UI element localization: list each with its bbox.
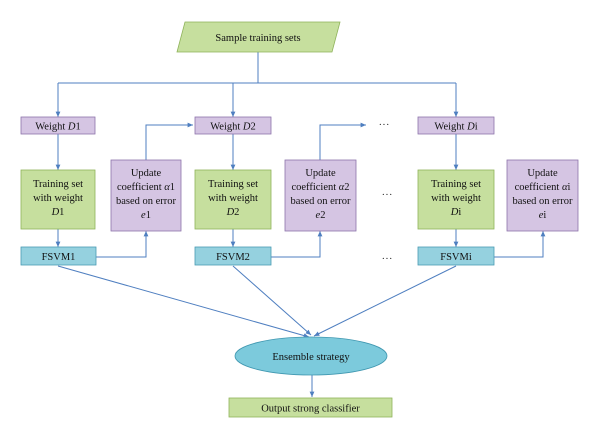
training-set-2-node: Training set with weight D2 [194, 169, 272, 230]
edge-fsvm1-ensemble [57, 265, 310, 338]
training-set-1-line1: Training set [33, 179, 83, 190]
training-set-2-line1: Training set [208, 179, 258, 190]
update-coefficient-1-node: Update coefficient α1 based on error e1 [110, 159, 182, 232]
training-set-2-line3: D2 [226, 207, 240, 218]
weight-d1-label: Weight D1 [35, 122, 81, 133]
fsvmi-label: FSVMi [440, 252, 472, 263]
edge-update2-next [319, 122, 366, 160]
output-strong-classifier-label: Output strong classifier [261, 404, 360, 415]
edge-fsvm2-ensemble [232, 265, 312, 336]
fsvm1-label: FSVM1 [42, 252, 76, 263]
edges [55, 52, 546, 397]
weight-di-node: Weight Di [417, 116, 495, 135]
sample-training-sets-label: Sample training sets [215, 33, 300, 44]
training-set-i-line2: with weight [431, 193, 481, 204]
training-set-1-line2: with weight [33, 193, 83, 204]
weight-d2-node: Weight D2 [194, 116, 272, 135]
edge-fsvmi-ensemble [313, 265, 457, 337]
fsvm1-node: FSVM1 [20, 246, 97, 266]
fsvm2-node: FSVM2 [194, 246, 272, 266]
output-strong-classifier-node: Output strong classifier [228, 397, 393, 418]
training-set-i-node: Training set with weight Di [417, 169, 495, 230]
training-set-i-line1: Training set [431, 179, 481, 190]
update-1-line3: based on error [116, 196, 177, 207]
ellipsis-bottom: ··· [382, 253, 393, 265]
training-set-1-line3: D1 [51, 207, 65, 218]
update-i-line4: ei [539, 210, 547, 221]
edge-fsvm2-update2 [271, 231, 323, 258]
update-1-line2: coefficient α1 [117, 182, 175, 193]
edge-fsvmi-updatei [494, 231, 546, 258]
update-i-line3: based on error [512, 196, 573, 207]
training-set-2-line2: with weight [208, 193, 258, 204]
training-set-i-line3: Di [450, 207, 462, 218]
update-1-line1: Update [131, 168, 162, 179]
weight-di-label: Weight Di [434, 122, 477, 133]
fsvmi-node: FSVMi [417, 246, 495, 266]
ensemble-strategy-label: Ensemble strategy [272, 352, 350, 363]
fsvm2-label: FSVM2 [216, 252, 250, 263]
update-i-line2: coefficient αi [515, 182, 571, 193]
update-2-line1: Update [305, 168, 336, 179]
update-2-line2: coefficient α2 [291, 182, 349, 193]
update-1-line4: e1 [141, 210, 151, 221]
weight-d2-label: Weight D2 [210, 122, 256, 133]
update-i-line1: Update [527, 168, 558, 179]
update-2-line3: based on error [290, 196, 351, 207]
edge-update1-weight2 [145, 122, 193, 160]
update-coefficient-i-node: Update coefficient αi based on error ei [506, 159, 579, 232]
update-2-line4: e2 [316, 210, 326, 221]
ellipsis-middle: ··· [382, 189, 393, 201]
weight-d1-node: Weight D1 [20, 116, 96, 135]
edge-fsvm1-update1 [96, 231, 149, 258]
ensemble-strategy-node: Ensemble strategy [234, 336, 388, 376]
update-coefficient-2-node: Update coefficient α2 based on error e2 [284, 159, 357, 232]
sample-training-sets-node: Sample training sets [176, 21, 341, 53]
ellipsis-top: ··· [379, 119, 390, 131]
training-set-1-node: Training set with weight D1 [20, 169, 96, 230]
